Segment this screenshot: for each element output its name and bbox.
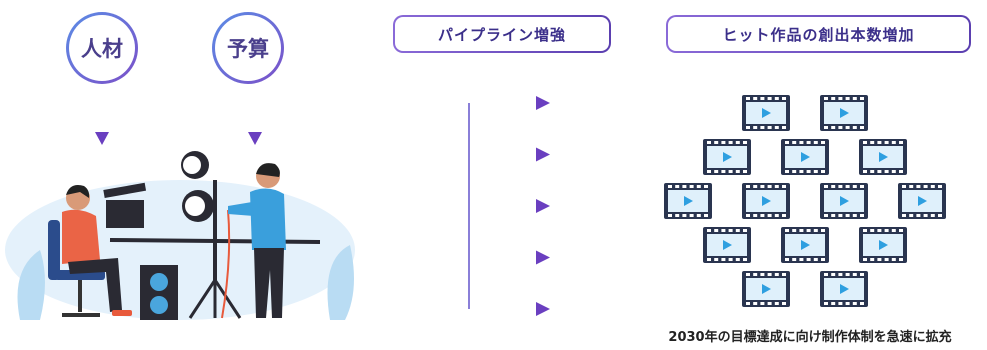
- play-icon: [801, 152, 810, 162]
- play-icon: [918, 196, 927, 206]
- pipeline-branch-arrowhead: [536, 147, 550, 162]
- film-frame: [742, 271, 790, 307]
- play-icon: [762, 108, 771, 118]
- play-icon: [684, 196, 693, 206]
- light-top-lens: [183, 156, 201, 174]
- pipeline-header-label: パイプライン増強: [437, 25, 566, 44]
- leaf-right: [327, 245, 354, 320]
- film-grid: [664, 95, 946, 307]
- play-icon: [840, 196, 849, 206]
- light-tripod: [188, 279, 242, 319]
- people-arrow-head: [95, 132, 109, 145]
- film-frame: [820, 271, 868, 307]
- film-frame: [781, 227, 829, 263]
- film-frame: [742, 95, 790, 131]
- budget-arrow-head: [248, 132, 262, 145]
- leaf-left: [17, 250, 45, 320]
- operator-legs: [254, 248, 284, 318]
- operator-arm: [228, 202, 254, 216]
- director-shoe: [112, 310, 132, 316]
- pipeline-branch-arrowhead: [536, 199, 550, 213]
- budget-circle: 予算: [212, 12, 284, 84]
- play-icon: [801, 240, 810, 250]
- director-hair: [66, 185, 90, 198]
- film-frame: [742, 183, 790, 219]
- hits-header-label: ヒット作品の創出本数増加: [722, 25, 915, 44]
- speaker-cone-1: [150, 273, 168, 291]
- film-frame: [898, 183, 946, 219]
- operator-hair: [256, 163, 280, 177]
- caption: 2030年の目標達成に向け制作体制を急速に拡充: [668, 330, 952, 345]
- clapperboard-top: [103, 182, 147, 198]
- pipeline-branch-arrowhead: [536, 250, 550, 265]
- film-frame: [703, 139, 751, 175]
- film-crew-illustration: [5, 151, 355, 320]
- director-legs: [68, 258, 122, 312]
- operator-body: [250, 188, 286, 250]
- budget-label: 予算: [227, 37, 269, 61]
- play-icon: [840, 108, 849, 118]
- play-icon: [723, 152, 732, 162]
- film-frame: [859, 139, 907, 175]
- play-icon: [723, 240, 732, 250]
- people-circle: 人材: [66, 12, 138, 84]
- pipeline-header: パイプライン増強: [393, 15, 611, 53]
- play-icon: [840, 284, 849, 294]
- light-bottom-lens: [185, 196, 205, 216]
- light-cable: [221, 209, 231, 319]
- play-icon: [762, 284, 771, 294]
- people-label: 人材: [81, 37, 123, 61]
- film-frame: [859, 227, 907, 263]
- clapperboard: [106, 200, 144, 228]
- film-frame: [703, 227, 751, 263]
- pipeline-branches: [469, 96, 550, 316]
- director-body: [62, 209, 100, 264]
- speaker-cone-2: [150, 296, 168, 314]
- play-icon: [762, 196, 771, 206]
- chair-back: [48, 220, 60, 280]
- film-frame: [781, 139, 829, 175]
- film-frame: [820, 95, 868, 131]
- pipeline-branch-arrowhead: [536, 96, 550, 110]
- play-icon: [879, 152, 888, 162]
- play-icon: [879, 240, 888, 250]
- pipeline-branch-arrowhead: [536, 302, 550, 316]
- hits-header: ヒット作品の創出本数増加: [666, 15, 971, 53]
- film-frame: [664, 183, 712, 219]
- film-frame: [820, 183, 868, 219]
